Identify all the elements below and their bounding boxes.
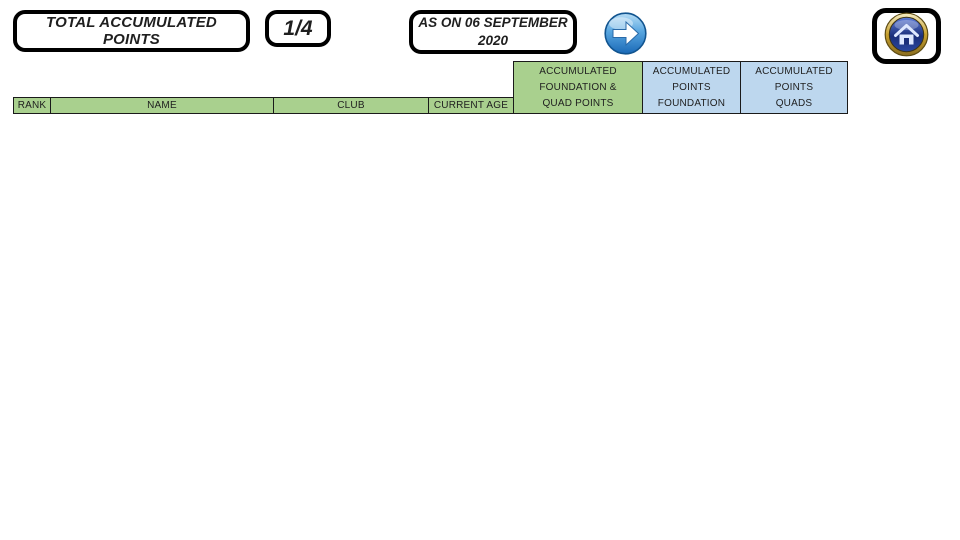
home-icon (884, 12, 929, 60)
column-header-accumulated-points-foundation: ACCUMULATED POINTS FOUNDATION (642, 61, 741, 114)
column-header-accumulated-foundation-quad-points: ACCUMULATED FOUNDATION & QUAD POINTS (513, 61, 643, 114)
title-box: TOTAL ACCUMULATED POINTS (13, 10, 250, 52)
column-header-rank: RANK (13, 97, 51, 114)
column-header-club: CLUB (273, 97, 429, 114)
next-button[interactable] (604, 12, 647, 55)
date-label: AS ON 06 SEPTEMBER 2020 (418, 15, 568, 48)
date-box: AS ON 06 SEPTEMBER 2020 (409, 10, 577, 54)
home-button[interactable] (872, 8, 941, 64)
column-header-name: NAME (50, 97, 274, 114)
column-header-accumulated-points-quads: ACCUMULATED POINTS QUADS (740, 61, 848, 114)
page-indicator: 1/4 (283, 16, 313, 40)
column-header-current-age: CURRENT AGE (428, 97, 514, 114)
page-indicator-box: 1/4 (265, 10, 331, 47)
page-title: TOTAL ACCUMULATED POINTS (46, 14, 217, 48)
arrow-right-circle-icon (604, 12, 647, 58)
